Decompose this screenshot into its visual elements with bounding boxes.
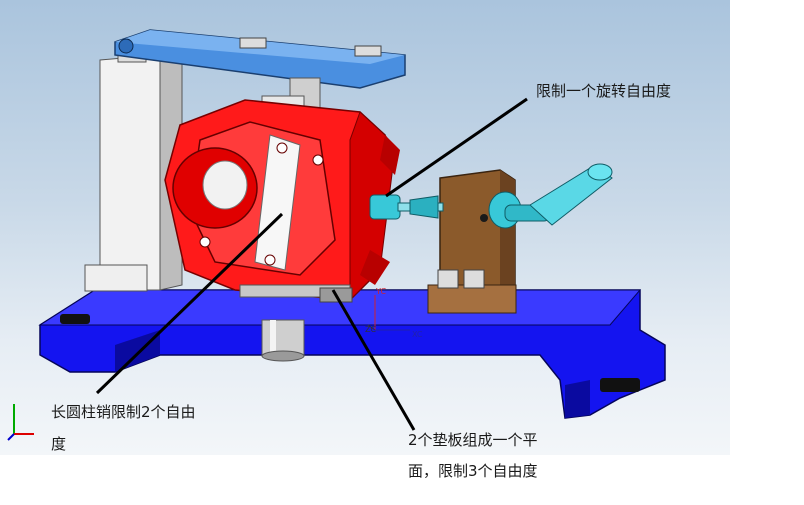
callout-pads-dof-line1: 2个垫板组成一个平 — [408, 431, 538, 449]
callout-pads-dof-line2: 面，限制3个自由度 — [408, 462, 538, 480]
support-block — [427, 169, 517, 314]
callout-rotation-dof: 限制一个旋转自由度 — [536, 82, 672, 100]
zc-axis-label: ZC — [365, 325, 377, 334]
fixture-scene — [7, 29, 666, 441]
workpiece-body — [164, 99, 400, 302]
yc-axis-label: YC — [376, 287, 387, 296]
xc-axis-label: XC — [412, 330, 423, 339]
base-plate — [38, 289, 666, 419]
cad-viewport[interactable]: YC XC ZC — [0, 0, 730, 455]
callout-leaders — [95, 97, 528, 431]
bottom-cylinder — [261, 319, 305, 362]
callout-pin-dof-line1: 长圆柱销限制2个自由 — [51, 403, 196, 421]
wcs-axes-icon — [367, 295, 410, 331]
rotation-limit-pin — [369, 163, 613, 229]
view-triad-icon — [7, 404, 34, 441]
callout-pin-dof-line2: 度 — [51, 435, 67, 453]
